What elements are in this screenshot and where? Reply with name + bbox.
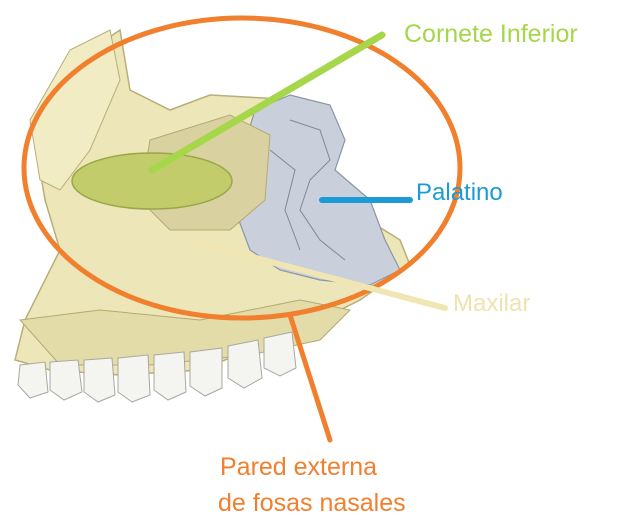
label-palatino: Palatino bbox=[416, 181, 503, 205]
label-cornete-inferior: Cornete Inferior bbox=[404, 22, 578, 47]
label-maxilar: Maxilar bbox=[453, 292, 530, 316]
label-pared-line-2: de fosas nasales bbox=[218, 491, 458, 516]
label-pared-line-1: Pared externa bbox=[220, 455, 440, 480]
inferior-turbinate-shape bbox=[72, 153, 232, 209]
